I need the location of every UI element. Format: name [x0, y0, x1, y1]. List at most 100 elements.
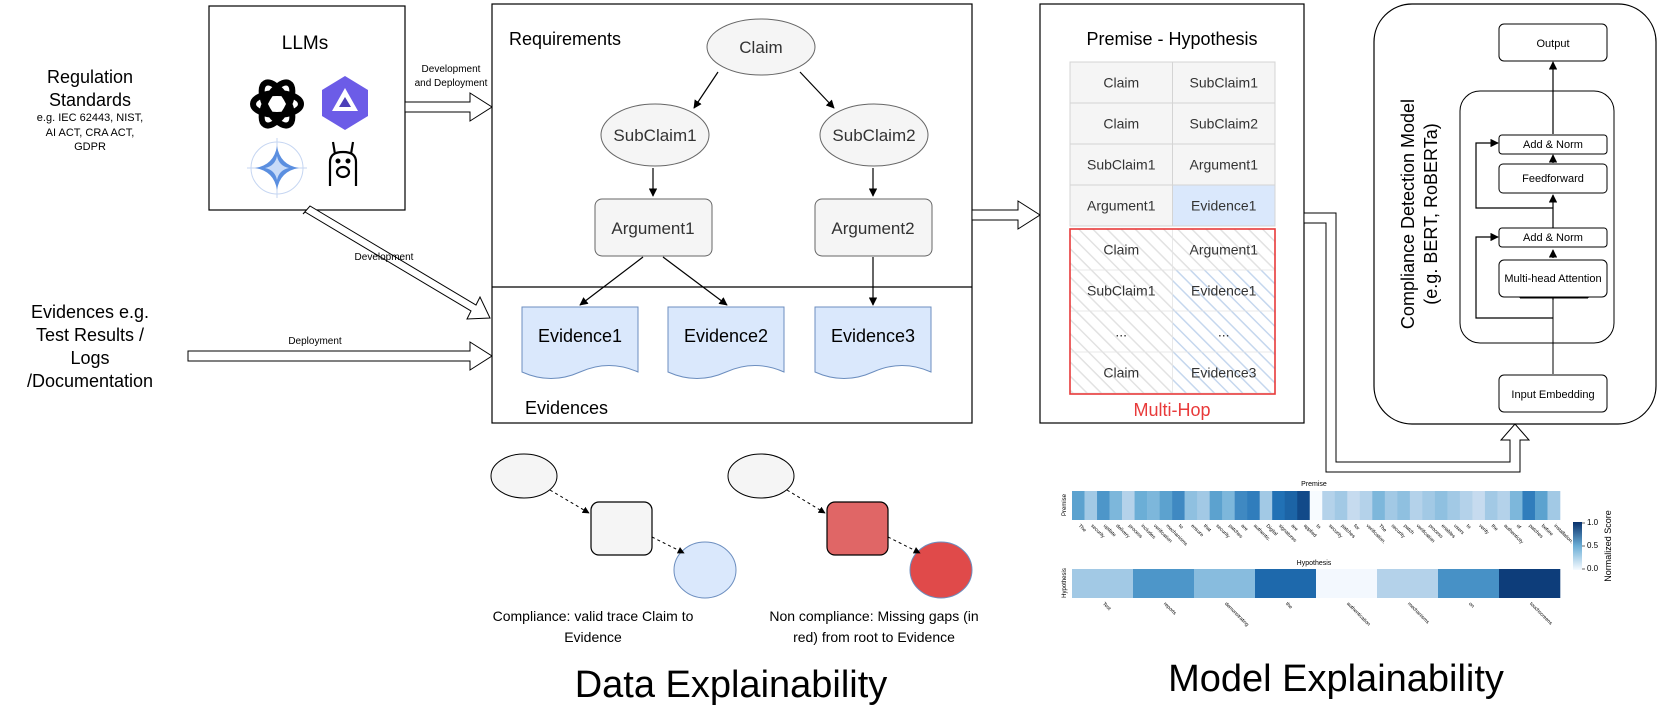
svg-text:Claim: Claim [739, 38, 782, 57]
svg-text:Argument2: Argument2 [831, 219, 914, 238]
heatmap-cell [1184, 491, 1198, 520]
multihop-cell-text: Argument1 [1190, 242, 1259, 258]
heatmap-cell [1247, 491, 1260, 520]
heatmap-cell [1522, 491, 1536, 520]
heatmap-cell [1434, 491, 1448, 520]
output-block: Output [1498, 23, 1608, 62]
development-label: Development [355, 252, 414, 263]
table-cell [1069, 143, 1173, 186]
evidence-input-line: Test Results / [36, 325, 144, 345]
table-cell-text: SubClaim1 [1190, 75, 1259, 91]
edge-claim-subclaim2 [799, 71, 835, 109]
premise-to-model-connector [1303, 212, 1531, 473]
evidence-input-line: Evidences e.g. [31, 302, 149, 322]
premise-heatmap [1072, 491, 1561, 520]
regulation-example-line: e.g. IEC 62443, NIST, [37, 112, 143, 124]
table-cell [1172, 102, 1276, 145]
token-label: mechanisms [1406, 601, 1430, 625]
heatmap-cell [1459, 491, 1473, 520]
multihop-cell-text: Evidence3 [1191, 365, 1257, 381]
llama-logo-icon [328, 141, 358, 186]
token-label: to [1177, 523, 1184, 530]
model-title-line: (e.g. BERT, RoBERTa) [1421, 123, 1441, 304]
token-label: touchscreens [1528, 601, 1554, 627]
heatmap-cell [1372, 491, 1386, 520]
heatmap-cell [1309, 491, 1323, 520]
development-arrow: Development [302, 205, 491, 320]
qwen-logo-icon [322, 76, 368, 130]
model-title-line: Compliance Detection Model [1398, 99, 1418, 329]
evidences-input-label: Evidences e.g. Test Results / Logs /Docu… [27, 302, 153, 391]
svg-text:Add & Norm: Add & Norm [1523, 232, 1583, 244]
hypothesis-heatmap [1072, 569, 1561, 598]
token-label: on [1467, 601, 1475, 609]
svg-text:Input Embedding: Input Embedding [1511, 389, 1594, 401]
heatmap-cell [1509, 491, 1523, 520]
table-cell-text: Argument1 [1087, 198, 1156, 214]
regulation-example-line: GDPR [74, 141, 106, 153]
table-cell-text: SubClaim2 [1190, 116, 1259, 132]
regulation-line: Regulation [47, 67, 133, 87]
table-cell [1172, 61, 1276, 104]
add-norm-bottom-block: Add & Norm [1498, 227, 1608, 248]
multihop-cell [1172, 269, 1276, 312]
multihop-cell-text: ... [1115, 324, 1127, 340]
heatmap-cell [1397, 491, 1411, 520]
heatmap-cell [1497, 491, 1511, 520]
model-explainability-title: Model Explainability [1168, 658, 1504, 700]
heatmap-cell [1347, 491, 1361, 520]
token-label: to [1315, 523, 1322, 530]
deployment-label: Deployment [288, 336, 342, 347]
table-cell-text: Claim [1103, 75, 1139, 91]
edge-claim-subclaim1 [693, 71, 719, 109]
token-label: that [1202, 523, 1213, 534]
requirements-title: Requirements [509, 29, 621, 49]
heatmap-cell [1547, 491, 1561, 520]
colorbar [1573, 522, 1582, 570]
token-label: Test [1101, 601, 1112, 612]
evidence-input-line: Logs [70, 348, 109, 368]
table-cell [1069, 184, 1173, 227]
token-label: ensure [1189, 523, 1204, 538]
premise-hypothesis-title: Premise - Hypothesis [1086, 29, 1257, 49]
llms-box: LLMs [208, 5, 406, 211]
node-subclaim1: SubClaim1 [600, 103, 710, 167]
node-claim: Claim [706, 18, 816, 76]
heatmap-cell [1209, 491, 1223, 520]
premise-axis-label: Premise [1062, 493, 1068, 516]
colorbar-tick: 0.0 [1587, 564, 1599, 573]
input-embedding-block: Input Embedding [1498, 374, 1608, 413]
colorbar-tick: 0.5 [1587, 541, 1599, 550]
req-to-premise-arrow [971, 200, 1041, 230]
feedforward-block: Feedforward [1498, 163, 1608, 194]
svg-text:Add & Norm: Add & Norm [1523, 139, 1583, 151]
llms-title: LLMs [282, 33, 328, 54]
openai-logo-icon [250, 79, 304, 129]
evidence-input-line: /Documentation [27, 371, 153, 391]
heatmap-cell [1409, 491, 1423, 520]
compliance-caption: Evidence [564, 629, 622, 645]
heatmap-cell [1255, 569, 1317, 598]
heatmap-cell [1072, 491, 1085, 520]
add-norm-top-block: Add & Norm [1498, 134, 1608, 155]
token-label: are [1240, 523, 1250, 533]
table-cell-text: Claim [1103, 116, 1139, 132]
token-label: are [1290, 523, 1300, 533]
multihop-cell [1172, 351, 1276, 394]
heatmap-cell [1472, 491, 1486, 520]
hypothesis-heatmap-title: Hypothesis [1297, 560, 1332, 567]
heatmap-cell [1159, 491, 1173, 520]
multihop-cell-text: Evidence1 [1191, 283, 1257, 299]
heatmap-cell [1097, 491, 1110, 520]
svg-text:Feedforward: Feedforward [1522, 173, 1584, 185]
heatmap-cell [1484, 491, 1498, 520]
token-label: to [1465, 523, 1472, 530]
heatmap-cell [1284, 491, 1298, 520]
edge-argument1-evidence1 [579, 256, 644, 306]
heatmap-cell [1322, 491, 1336, 520]
deployment-arrow: Deployment [187, 336, 493, 371]
colorbar-label: Normalized Score [1603, 510, 1613, 582]
noncompliance-caption: Non compliance: Missing gaps (in [769, 608, 978, 624]
